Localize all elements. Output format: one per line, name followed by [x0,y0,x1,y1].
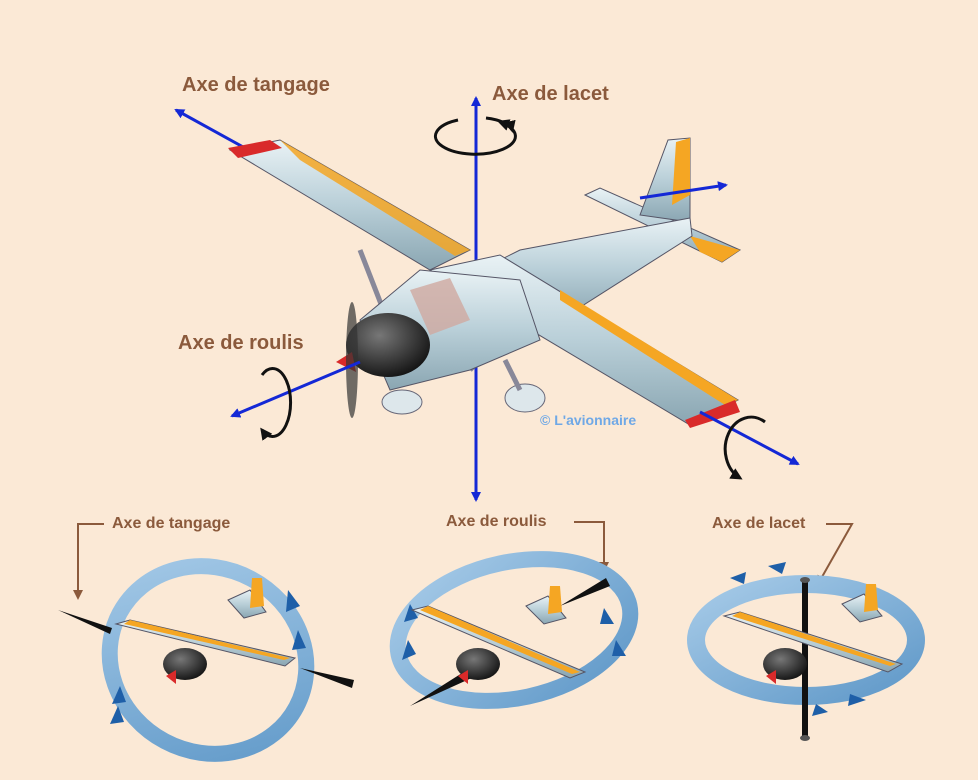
propeller [346,302,358,418]
small-plane-yaw [722,584,904,684]
roll-axis-line [639,181,728,200]
roll-ring [389,551,639,709]
pitch-rotation-arrow [723,415,766,480]
wing-left [228,139,472,271]
wheel-front [381,389,423,415]
panel-yaw [687,523,925,741]
yaw-rotation-arrow [433,116,517,156]
panel-pitch-label: Axe de tangage [112,515,231,532]
small-plane-pitch [114,578,297,684]
wheel-right [504,383,546,413]
label-pitch-axis: Axe de tangage [182,74,330,96]
panel-roll-label: Axe de roulis [446,513,547,530]
cabin-window [410,278,470,335]
label-roll-axis: Axe de roulis [178,332,304,354]
engine-cowl [346,313,430,377]
panel-pitch [58,523,354,762]
pitch-ring [101,558,315,762]
roll-rotation-arrow [260,367,293,441]
main-airplane [174,96,800,502]
label-yaw-axis: Axe de lacet [492,83,609,105]
small-plane-roll [410,586,587,684]
copyright-text: © L'avionnaire [540,412,637,428]
panel-roll [389,521,639,709]
panel-yaw-label: Axe de lacet [712,515,806,532]
